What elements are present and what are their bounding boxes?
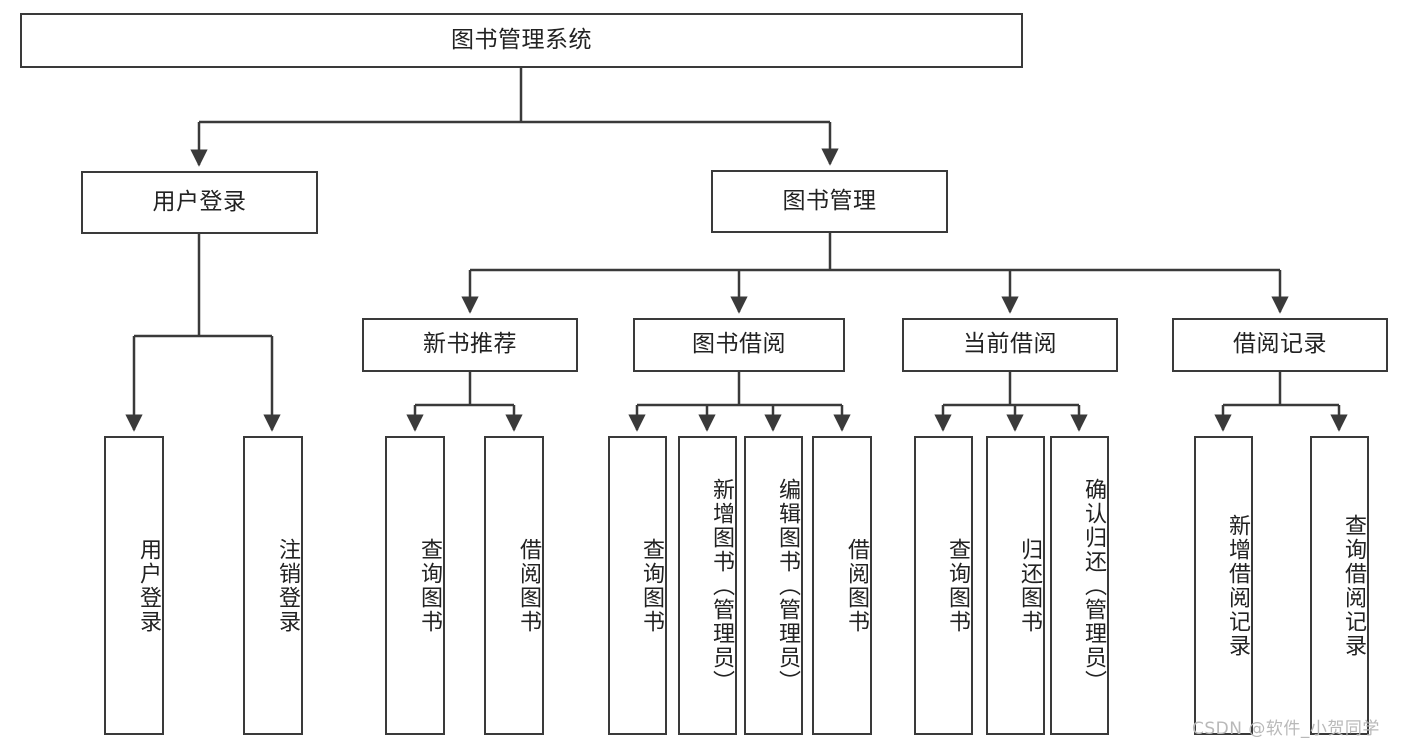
node-user-login[interactable]: 用户登录 bbox=[81, 171, 318, 234]
leaf-current-borrow-return-book[interactable]: 归还图书 bbox=[986, 436, 1045, 735]
node-label: 编辑图书（管理员） bbox=[775, 477, 800, 694]
node-label: 新增借阅记录 bbox=[1225, 513, 1250, 658]
node-new-book-recommendation[interactable]: 新书推荐 bbox=[362, 318, 578, 372]
leaf-borrow-record-add-record[interactable]: 新增借阅记录 bbox=[1194, 436, 1253, 735]
node-label: 图书管理 bbox=[782, 187, 877, 214]
node-label: 新增图书（管理员） bbox=[709, 477, 734, 694]
node-label: 查询图书 bbox=[417, 537, 442, 634]
csdn-watermark: CSDN @软件_小贺同学 bbox=[1192, 719, 1380, 739]
leaf-user-login-logout[interactable]: 注销登录 bbox=[243, 436, 303, 735]
node-label: 确认归还（管理员） bbox=[1081, 477, 1106, 694]
node-label: 借阅图书 bbox=[844, 537, 869, 634]
node-label: 用户登录 bbox=[152, 188, 247, 215]
leaf-current-borrow-confirm-return-admin[interactable]: 确认归还（管理员） bbox=[1050, 436, 1109, 735]
node-label: 注销登录 bbox=[275, 537, 300, 634]
node-label: 借阅记录 bbox=[1233, 331, 1327, 358]
node-label: 归还图书 bbox=[1017, 537, 1042, 634]
leaf-current-borrow-query-book[interactable]: 查询图书 bbox=[914, 436, 973, 735]
node-label: 图书借阅 bbox=[692, 331, 786, 358]
node-label: 查询图书 bbox=[639, 537, 664, 634]
node-borrowing-record[interactable]: 借阅记录 bbox=[1172, 318, 1388, 372]
leaf-new-book-query-book[interactable]: 查询图书 bbox=[385, 436, 445, 735]
leaf-new-book-borrow-book[interactable]: 借阅图书 bbox=[484, 436, 544, 735]
node-label: 用户登录 bbox=[136, 537, 161, 634]
leaf-borrow-record-query-record[interactable]: 查询借阅记录 bbox=[1310, 436, 1369, 735]
node-label: 借阅图书 bbox=[516, 537, 541, 634]
leaf-book-borrow-borrow-book[interactable]: 借阅图书 bbox=[812, 436, 872, 735]
leaf-book-borrow-edit-book-admin[interactable]: 编辑图书（管理员） bbox=[744, 436, 803, 735]
node-label: 当前借阅 bbox=[963, 331, 1057, 358]
node-label: 新书推荐 bbox=[423, 331, 517, 358]
node-book-management[interactable]: 图书管理 bbox=[711, 170, 948, 233]
node-book-borrowing[interactable]: 图书借阅 bbox=[633, 318, 845, 372]
node-current-borrowing[interactable]: 当前借阅 bbox=[902, 318, 1118, 372]
leaf-book-borrow-add-book-admin[interactable]: 新增图书（管理员） bbox=[678, 436, 737, 735]
leaf-user-login-login[interactable]: 用户登录 bbox=[104, 436, 164, 735]
leaf-book-borrow-query-book[interactable]: 查询图书 bbox=[608, 436, 667, 735]
node-label: 查询借阅记录 bbox=[1341, 513, 1366, 658]
node-root-book-management-system[interactable]: 图书管理系统 bbox=[20, 13, 1023, 68]
node-label: 查询图书 bbox=[945, 537, 970, 634]
node-label: 图书管理系统 bbox=[451, 26, 592, 53]
